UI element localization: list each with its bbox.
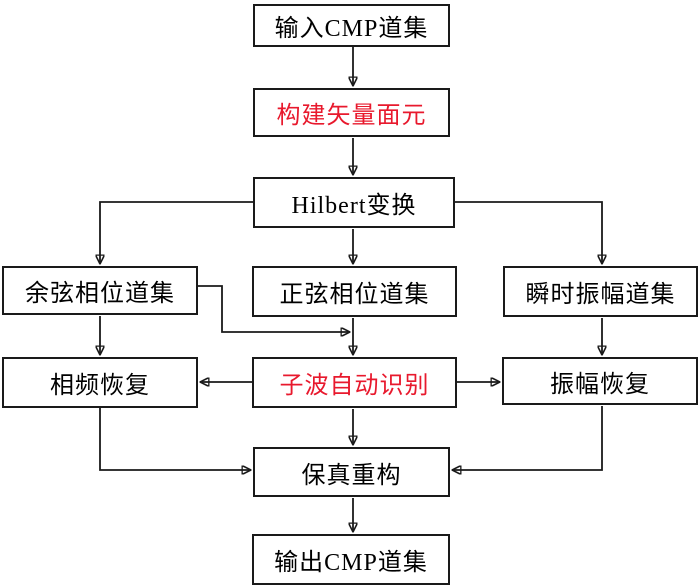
node-amplitude-recovery: 振幅恢复 [502, 357, 698, 405]
node-phase-frequency-recovery: 相频恢复 [2, 357, 198, 408]
edge-cosine-to-wavelet [198, 285, 350, 332]
edge-hilbert-to-cosine [100, 201, 253, 264]
edge-phasefreq-to-fidelity [99, 408, 251, 470]
edge-hilbert-to-instamp [455, 201, 602, 264]
edge-amprecovery-to-fidelity [452, 406, 603, 470]
node-fidelity-reconstruction: 保真重构 [253, 447, 450, 497]
node-wavelet-auto-identification: 子波自动识别 [252, 357, 457, 408]
node-sine-phase-gather: 正弦相位道集 [252, 266, 457, 317]
node-build-vector-bin: 构建矢量面元 [253, 88, 450, 137]
node-cosine-phase-gather: 余弦相位道集 [2, 266, 198, 315]
node-input-cmp-gather: 输入CMP道集 [253, 4, 450, 47]
node-instantaneous-amplitude-gather: 瞬时振幅道集 [503, 266, 698, 317]
node-hilbert-transform: Hilbert变换 [253, 177, 455, 228]
node-output-cmp-gather: 输出CMP道集 [252, 534, 450, 585]
